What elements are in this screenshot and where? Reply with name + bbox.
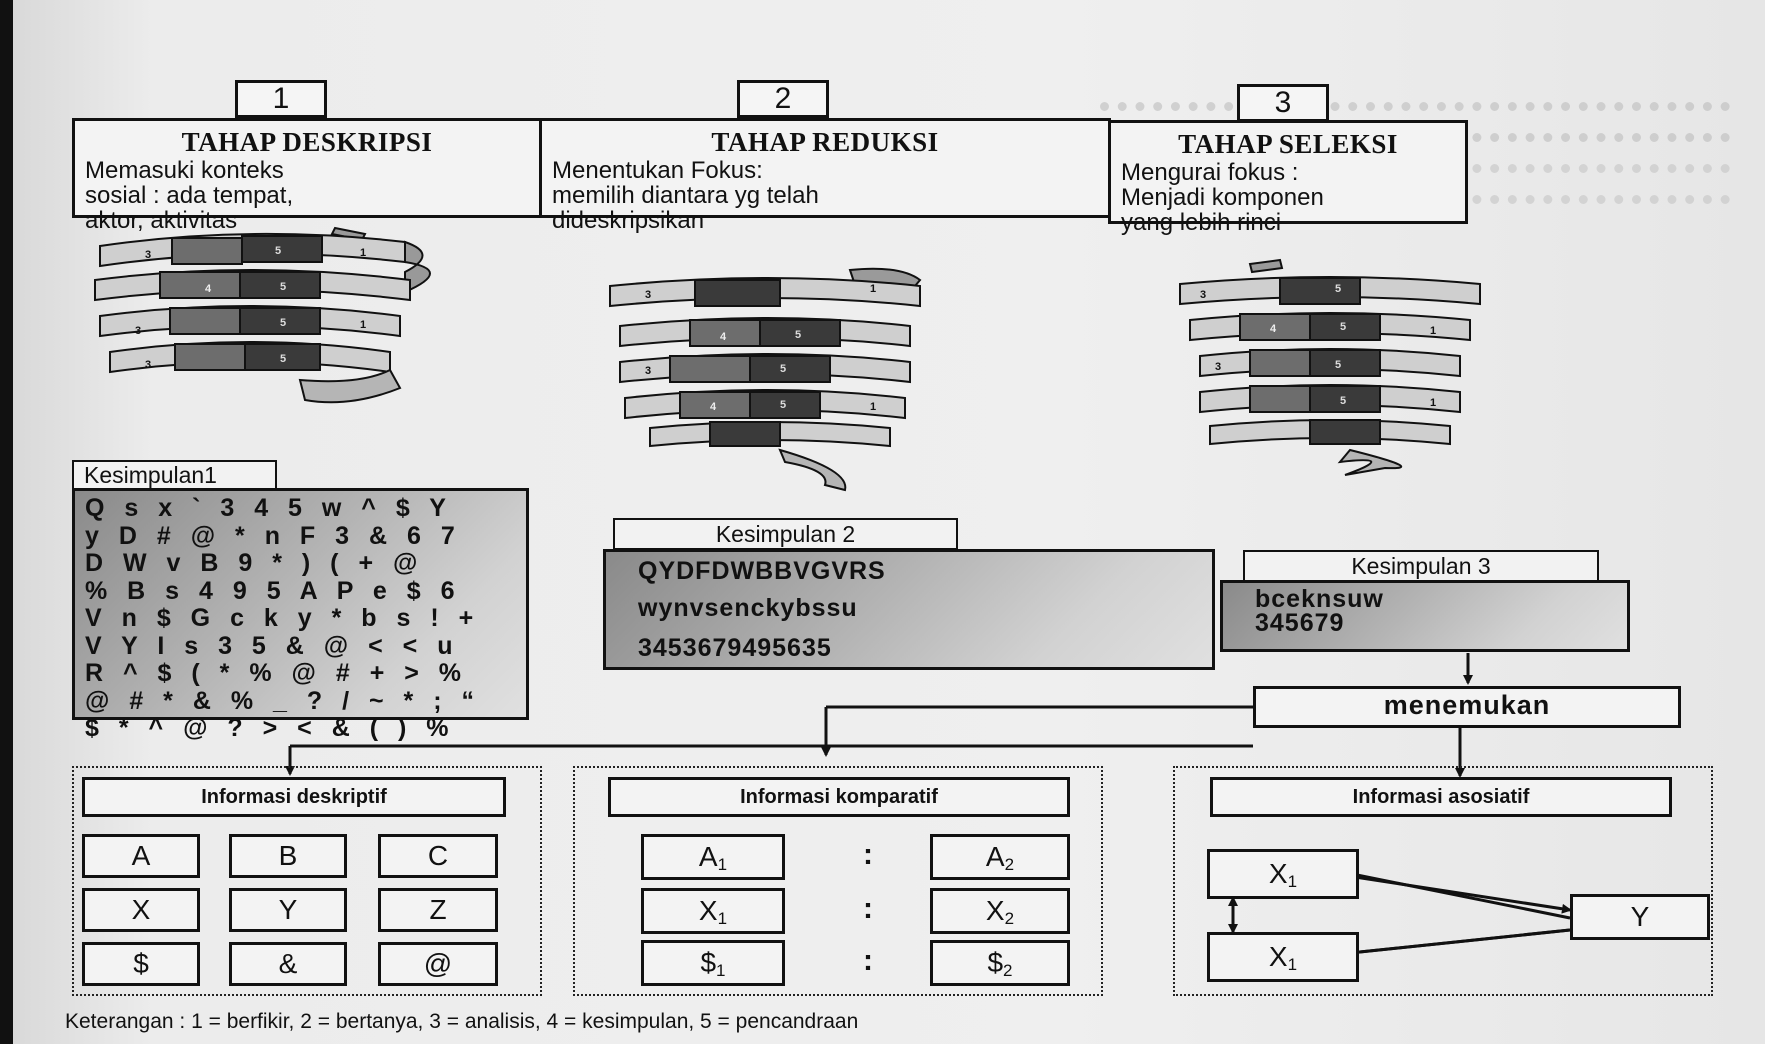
cell-symbol: $ (987, 947, 1003, 978)
cell-subscript: 2 (1003, 961, 1012, 980)
cell-deskriptif: A (82, 834, 200, 878)
cell-asosiatif-x1-bottom: X1 (1207, 932, 1359, 982)
cell-symbol: X (1269, 941, 1288, 972)
cell-asosiatif-y: Y (1570, 894, 1710, 940)
cell-symbol: X (986, 895, 1005, 926)
cell-komparatif-right: A2 (930, 834, 1070, 880)
cell-deskriptif: & (229, 942, 347, 986)
cell-subscript: 1 (716, 961, 725, 980)
colon-separator: : (858, 944, 878, 978)
cell-deskriptif: @ (378, 942, 498, 986)
cell-deskriptif: B (229, 834, 347, 878)
header-deskriptif: Informasi deskriptif (82, 777, 506, 817)
legend-footer: Keterangan : 1 = berfikir, 2 = bertanya,… (65, 1010, 858, 1034)
cell-symbol: A (699, 841, 718, 872)
cell-deskriptif: X (82, 888, 200, 932)
cell-symbol: $ (700, 947, 716, 978)
cell-deskriptif: Y (229, 888, 347, 932)
cell-asosiatif-x1-top: X1 (1207, 849, 1359, 899)
cell-komparatif-left: X1 (641, 888, 785, 934)
cell-deskriptif: C (378, 834, 498, 878)
cell-subscript: 1 (718, 909, 727, 928)
cell-subscript: 2 (1005, 909, 1014, 928)
colon-separator: : (858, 838, 878, 872)
cell-symbol: A (986, 841, 1005, 872)
header-komparatif: Informasi komparatif (608, 777, 1070, 817)
cell-komparatif-left: $1 (641, 940, 785, 986)
cell-deskriptif: Z (378, 888, 498, 932)
cell-subscript: 1 (1288, 872, 1297, 891)
cell-komparatif-left: A1 (641, 834, 785, 880)
header-asosiatif: Informasi asosiatif (1210, 777, 1672, 817)
cell-subscript: 1 (718, 855, 727, 874)
cell-symbol: X (1269, 858, 1288, 889)
cell-subscript: 2 (1005, 855, 1014, 874)
cell-deskriptif: $ (82, 942, 200, 986)
cell-komparatif-right: X2 (930, 888, 1070, 934)
cell-symbol: X (699, 895, 718, 926)
cell-subscript: 1 (1288, 955, 1297, 974)
cell-komparatif-right: $2 (930, 940, 1070, 986)
colon-separator: : (858, 892, 878, 926)
